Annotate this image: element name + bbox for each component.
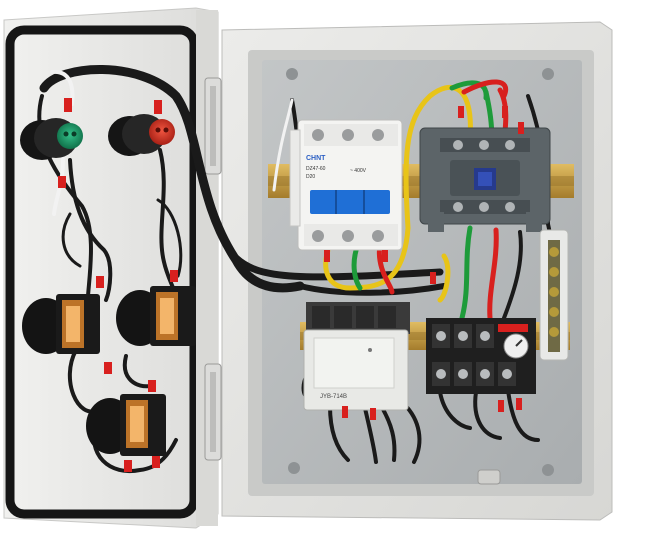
breaker-model-line2: D20 [306,174,315,180]
wire-markers [58,98,524,472]
door-gasket [5,25,199,519]
indicator-lamp-red [108,114,175,156]
push-button-left [22,294,100,354]
terminal-blocks [426,318,536,394]
breaker-brand: CHNT [306,155,326,162]
push-button-bottom [86,394,166,456]
breaker-legend: ~ 400V [350,168,367,174]
indicator-lamp-green [20,118,83,160]
phase-relay: JYB-714B [303,302,410,411]
breaker-handle [310,190,390,214]
circuit-breaker: CHNT DZ47-60 D20 ~ 400V [289,119,403,251]
contactor [419,127,551,232]
ground-bus [539,229,569,361]
breaker-model-line1: DZ47-60 [306,166,326,172]
cable-grommet [477,469,501,485]
push-button-right [116,286,196,346]
relay-model: JYB-714B [320,394,347,400]
